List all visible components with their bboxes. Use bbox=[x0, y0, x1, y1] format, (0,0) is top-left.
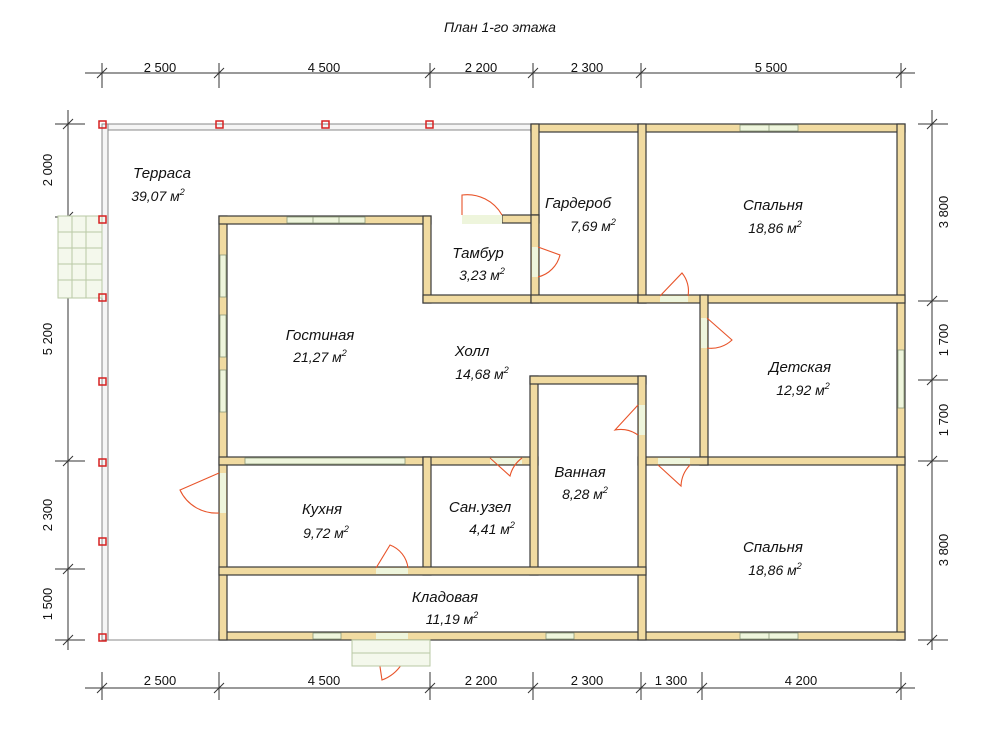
dim-bottom-5: 1 300 bbox=[655, 673, 688, 688]
plan-title: План 1-го этажа bbox=[444, 19, 556, 35]
dim-right-4: 3 800 bbox=[936, 534, 951, 567]
room-terrace-name: Терраса bbox=[133, 165, 191, 182]
terrace bbox=[57, 120, 534, 642]
dim-top-4: 2 300 bbox=[571, 60, 604, 75]
terrace-posts bbox=[98, 120, 434, 642]
room-bedroom1-name: Спальня bbox=[743, 197, 803, 214]
room-bath-name: Ванная bbox=[554, 464, 605, 481]
room-kids-area: 12,92 м2 bbox=[776, 381, 830, 398]
dim-left-3: 2 300 bbox=[40, 499, 55, 532]
dim-left-1: 2 000 bbox=[40, 154, 55, 187]
windows bbox=[219, 124, 905, 640]
terrace-steps bbox=[57, 215, 103, 299]
door-wc bbox=[489, 457, 523, 478]
room-living-name: Гостиная bbox=[286, 327, 355, 344]
dim-bottom-1: 2 500 bbox=[144, 673, 177, 688]
dim-right-1: 3 800 bbox=[936, 196, 951, 229]
dim-bottom-3: 2 200 bbox=[465, 673, 498, 688]
room-storage-area: 11,19 м2 bbox=[426, 610, 479, 627]
entry-steps bbox=[351, 639, 431, 667]
door-bedroom2 bbox=[657, 464, 691, 488]
door-vestibule-entry bbox=[461, 194, 503, 216]
room-kitchen-name: Кухня bbox=[302, 501, 342, 518]
room-wardrobe-area: 7,69 м2 bbox=[570, 217, 616, 234]
dim-top-5: 5 500 bbox=[755, 60, 788, 75]
doors bbox=[179, 194, 733, 681]
room-bedroom1-area: 18,86 м2 bbox=[748, 219, 802, 236]
room-bedroom2-area: 18,86 м2 bbox=[748, 561, 802, 578]
room-terrace-area: 39,07 м2 bbox=[131, 187, 185, 204]
room-hall-name: Холл bbox=[454, 343, 490, 360]
room-bath-area: 8,28 м2 bbox=[562, 485, 608, 502]
dimension-labels: 2 500 4 500 2 200 2 300 5 500 2 500 4 50… bbox=[40, 60, 951, 688]
room-kitchen-area: 9,72 м2 bbox=[303, 524, 349, 541]
room-labels: Терраса 39,07 м2 Тамбур 3,23 м2 Гардероб… bbox=[131, 165, 831, 627]
room-wardrobe-name: Гардероб bbox=[545, 195, 612, 212]
room-bedroom2-name: Спальня bbox=[743, 539, 803, 556]
room-kids-name: Детская bbox=[767, 359, 831, 376]
dim-left-4: 1 500 bbox=[40, 588, 55, 621]
dim-bottom-2: 4 500 bbox=[308, 673, 341, 688]
dim-top-1: 2 500 bbox=[144, 60, 177, 75]
dim-top-3: 2 200 bbox=[465, 60, 498, 75]
dim-left-2: 5 200 bbox=[40, 323, 55, 356]
dim-bottom-6: 4 200 bbox=[785, 673, 818, 688]
dim-bottom-4: 2 300 bbox=[571, 673, 604, 688]
room-vestibule-name: Тамбур bbox=[452, 245, 503, 262]
door-kids bbox=[706, 317, 733, 349]
dim-right-3: 1 700 bbox=[936, 404, 951, 437]
door-bath bbox=[613, 404, 639, 436]
dimension-lines bbox=[55, 63, 948, 700]
room-living-area: 21,27 м2 bbox=[292, 348, 347, 365]
door-openings bbox=[220, 215, 707, 639]
room-wc-name: Сан.узел bbox=[449, 499, 512, 516]
door-bedroom1 bbox=[659, 272, 689, 297]
room-vestibule-area: 3,23 м2 bbox=[459, 266, 505, 283]
door-kitchen bbox=[179, 472, 220, 514]
dim-top-2: 4 500 bbox=[308, 60, 341, 75]
room-wc-area: 4,41 м2 bbox=[469, 520, 515, 537]
dim-right-2: 1 700 bbox=[936, 324, 951, 357]
room-hall-area: 14,68 м2 bbox=[455, 365, 509, 382]
door-storage bbox=[375, 544, 409, 569]
door-vestibule-wardrobe bbox=[537, 246, 561, 278]
room-storage-name: Кладовая bbox=[412, 589, 478, 606]
